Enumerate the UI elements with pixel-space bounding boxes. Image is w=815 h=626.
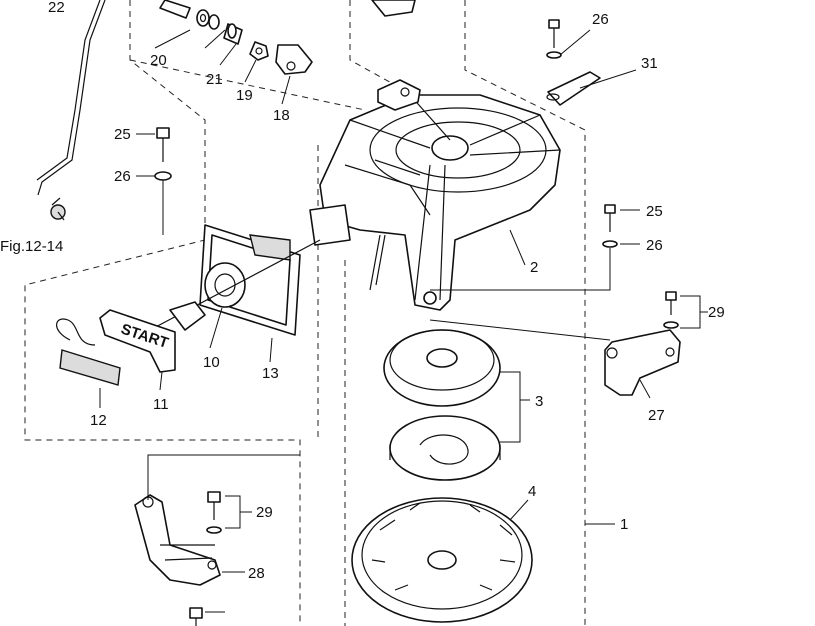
part-27-bracket	[604, 329, 681, 396]
label-3: 3	[535, 393, 543, 410]
part-11-start-handle: START	[99, 301, 206, 373]
label-20: 20	[150, 52, 167, 69]
label-19: 19	[236, 87, 253, 104]
part-2-starter-housing	[309, 79, 561, 311]
part-28-bracket	[134, 494, 221, 586]
bolts-left	[154, 127, 172, 181]
label-26-left: 26	[114, 168, 131, 185]
part-3-pulley-spring	[383, 329, 501, 481]
label-13: 13	[262, 365, 279, 382]
label-21: 21	[206, 71, 223, 88]
label-18: 18	[273, 107, 290, 124]
label-25-right: 25	[646, 203, 663, 220]
bolts-lower	[189, 491, 222, 626]
callout-labels: 22 20 21 19 18 26 31 25 26 Fig.12-14 25 …	[0, 0, 725, 582]
label-2: 2	[530, 259, 538, 276]
label-4: 4	[528, 483, 536, 500]
label-1: 1	[620, 516, 628, 533]
label-29-right: 29	[708, 304, 725, 321]
label-27: 27	[648, 407, 665, 424]
bolts-right-top	[546, 19, 679, 329]
label-11: 11	[153, 396, 169, 413]
part-22-link-rod	[36, 0, 106, 221]
label-29-lower: 29	[256, 504, 273, 521]
part-4-rope-reel	[351, 497, 533, 623]
top-bracket-fragment	[371, 0, 416, 17]
label-26-top: 26	[592, 11, 609, 28]
label-25-left: 25	[114, 126, 131, 143]
label-28: 28	[248, 565, 265, 582]
label-12: 12	[90, 412, 107, 429]
parts-18-21-top-hardware	[159, 0, 313, 75]
guide-lines	[147, 180, 611, 500]
dashed-boundaries	[24, 0, 586, 626]
part-12-rope-end	[56, 318, 121, 386]
label-22: 22	[48, 0, 65, 16]
fig-reference: Fig.12-14	[0, 238, 63, 255]
label-31: 31	[641, 55, 658, 72]
leader-lines	[99, 29, 708, 613]
label-10: 10	[203, 354, 220, 371]
label-26-right: 26	[646, 237, 663, 254]
